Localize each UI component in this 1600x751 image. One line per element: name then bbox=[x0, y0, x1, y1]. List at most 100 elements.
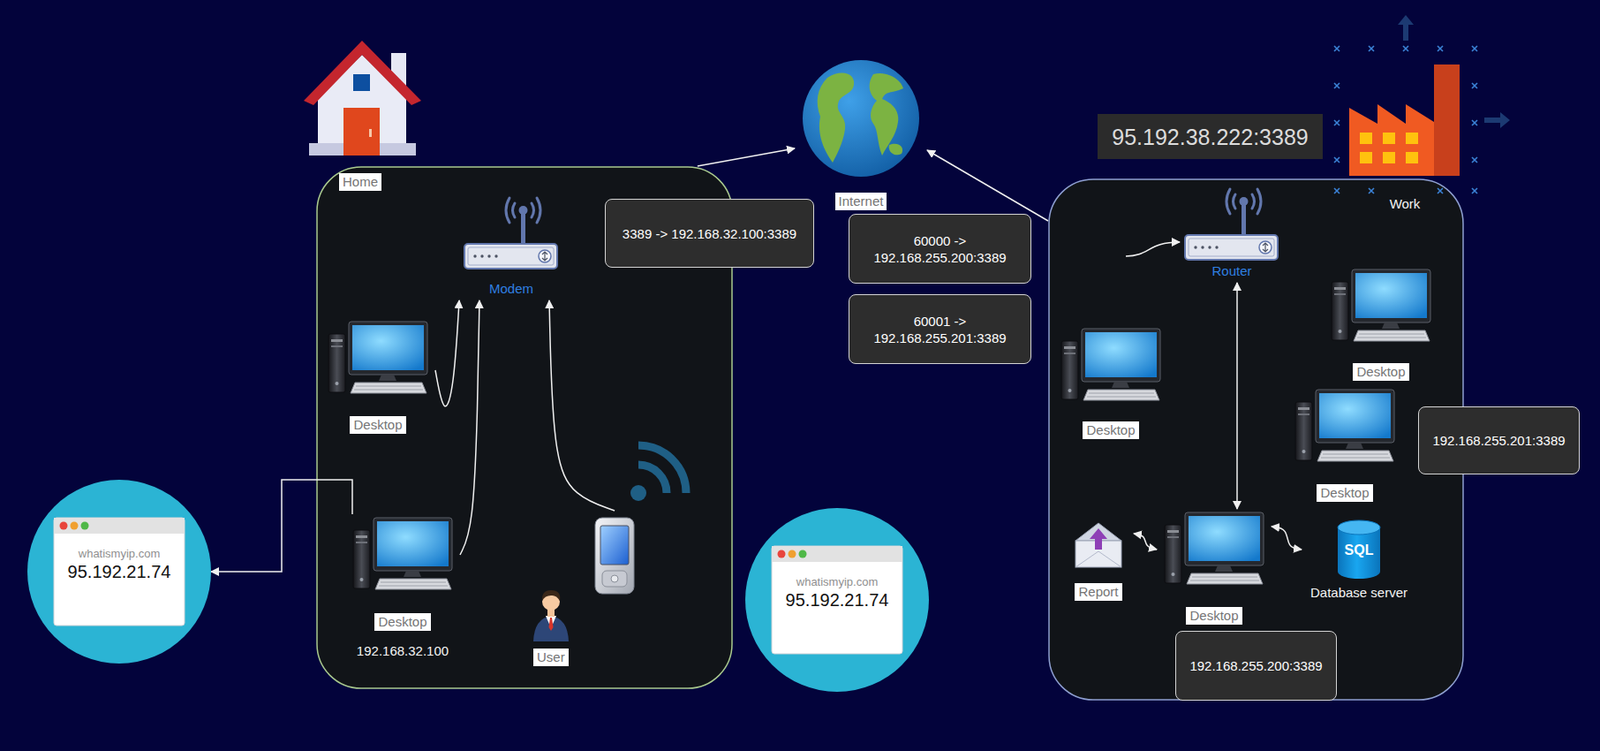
desktop-icon-part bbox=[1331, 281, 1349, 340]
forwarding-rule-text: 60000 -> 192.168.255.200:3389 bbox=[857, 232, 1023, 266]
desktop-icon-part bbox=[1167, 529, 1179, 533]
device-label: Router bbox=[1211, 263, 1252, 280]
envelope-icon bbox=[1073, 519, 1124, 569]
modem-icon-group bbox=[1184, 188, 1278, 260]
desktop-icon-part bbox=[1190, 576, 1260, 581]
connector bbox=[927, 150, 1049, 221]
desktop-computer: Desktop bbox=[1053, 324, 1169, 443]
factory-window bbox=[1382, 151, 1396, 164]
desktop-icon-part bbox=[1355, 272, 1427, 318]
region-outline-shape bbox=[1049, 179, 1464, 700]
globe-icon bbox=[800, 58, 921, 179]
node-label: Internet bbox=[835, 192, 888, 211]
ip-badge-shape bbox=[70, 521, 79, 530]
desktop-icon bbox=[353, 517, 453, 590]
cylinder-icon-group bbox=[1337, 520, 1381, 579]
house-roof bbox=[303, 40, 422, 106]
desktop-icon-part bbox=[348, 321, 428, 375]
envelope-icon-group bbox=[1075, 522, 1122, 567]
desktop-icon-group bbox=[353, 517, 453, 589]
house-icon bbox=[303, 40, 422, 156]
desktop-icon-part bbox=[1215, 565, 1233, 572]
envelope-icon-part bbox=[1089, 528, 1108, 550]
database-icon-part bbox=[1337, 520, 1381, 535]
host-address-box: 192.168.255.200:3389 bbox=[1175, 630, 1337, 701]
desktop-icon-part bbox=[1083, 389, 1160, 400]
desktop-icon-part bbox=[1353, 330, 1430, 341]
desktop-icon-part bbox=[1085, 332, 1157, 378]
desktop-icon-part bbox=[1188, 515, 1261, 561]
forwarding-rule-text: 3389 -> 192.168.32.100:3389 bbox=[622, 225, 797, 242]
desktop-icon-part bbox=[378, 581, 448, 586]
desktop-computer: Desktop bbox=[1323, 265, 1439, 385]
user-with-phone: User bbox=[526, 510, 643, 670]
endpoint-address: 95.192.38.222:3389 bbox=[1111, 123, 1308, 151]
network-device-icon-part bbox=[494, 254, 498, 257]
network-device-icon-part bbox=[520, 210, 526, 246]
desktop-icon-part bbox=[1319, 392, 1391, 438]
desktop-icon bbox=[328, 321, 428, 394]
desktop-icon-part bbox=[1298, 407, 1310, 410]
desktop-icon-part bbox=[1081, 328, 1161, 382]
network-device-icon-part bbox=[487, 254, 491, 257]
network-device-icon-part bbox=[1239, 196, 1249, 206]
website-name: whatismyip.com bbox=[796, 574, 878, 589]
forwarding-rule-text: 60001 -> 192.168.255.201:3389 bbox=[857, 312, 1023, 347]
ip-badge-shape bbox=[81, 521, 90, 530]
globe-icon-part bbox=[869, 73, 904, 156]
desktop-icon-part bbox=[1302, 449, 1306, 453]
factory-body bbox=[1349, 104, 1434, 176]
desktop-icon-part bbox=[1317, 450, 1394, 461]
desktop-icon-part bbox=[350, 382, 427, 393]
desktop-icon-part bbox=[1068, 388, 1072, 393]
network-device-icon-part bbox=[542, 251, 548, 261]
person-icon-part bbox=[542, 589, 560, 601]
connector bbox=[1236, 282, 1238, 509]
desktop-computer: Desktop bbox=[1287, 385, 1403, 506]
desktop-icon-part bbox=[1167, 535, 1179, 538]
public-ip-address: 95.192.21.74 bbox=[785, 588, 890, 611]
network-device-icon-part bbox=[480, 254, 484, 257]
node-label: Home bbox=[339, 173, 382, 191]
desktop-icon-part bbox=[1164, 524, 1182, 583]
desktop-icon-part bbox=[360, 577, 364, 582]
node-label: Desktop bbox=[1185, 606, 1242, 625]
user-icon-group bbox=[533, 517, 634, 642]
desktop-icon-group bbox=[1295, 389, 1395, 461]
globe-icon-part bbox=[889, 143, 903, 156]
sql-badge-text: SQL bbox=[1344, 541, 1374, 559]
node-caption: Work bbox=[1389, 196, 1421, 212]
desktop-icon-part bbox=[403, 570, 422, 577]
node-label: Desktop bbox=[1352, 362, 1409, 381]
port-forward-rule: 60000 -> 192.168.255.200:3389 bbox=[848, 213, 1032, 284]
node-label: User bbox=[533, 648, 569, 666]
person-icon-part bbox=[549, 617, 554, 631]
device-label: Modem bbox=[489, 280, 534, 297]
globe-icon-part bbox=[817, 72, 854, 163]
label-box: 95.192.38.222:3389 bbox=[1097, 113, 1323, 159]
desktop-icon bbox=[1331, 269, 1431, 342]
ip-badge-shape bbox=[788, 550, 797, 559]
factory-window bbox=[1405, 132, 1419, 144]
house-window bbox=[353, 74, 370, 91]
node-label: Desktop bbox=[374, 612, 431, 631]
desktop-computer: Desktop bbox=[1156, 508, 1272, 628]
modem-icon bbox=[462, 194, 560, 271]
work-network-region: WorkRouterDesktopDesktopDesktopDesktopRe… bbox=[1048, 178, 1465, 701]
desktop-icon-group bbox=[1061, 328, 1161, 400]
ip-badge-shape bbox=[27, 479, 212, 664]
database-icon-part bbox=[1337, 527, 1381, 579]
node-caption: Database server bbox=[1310, 584, 1408, 601]
house-door-handle bbox=[369, 128, 372, 137]
desktop-icon-part bbox=[1334, 286, 1346, 290]
phone-icon-part bbox=[611, 574, 619, 582]
network-device-icon-part bbox=[1262, 242, 1268, 252]
desktop-icon-group bbox=[328, 321, 428, 393]
desktop-icon-group bbox=[1164, 512, 1264, 584]
desktop-icon-part bbox=[353, 529, 370, 589]
ip-badge-shape bbox=[53, 517, 185, 626]
desktop-icon-part bbox=[375, 578, 452, 589]
desktop-icon-part bbox=[377, 520, 449, 567]
desktop-icon-part bbox=[1334, 293, 1346, 295]
desktop-icon-part bbox=[1064, 352, 1076, 355]
